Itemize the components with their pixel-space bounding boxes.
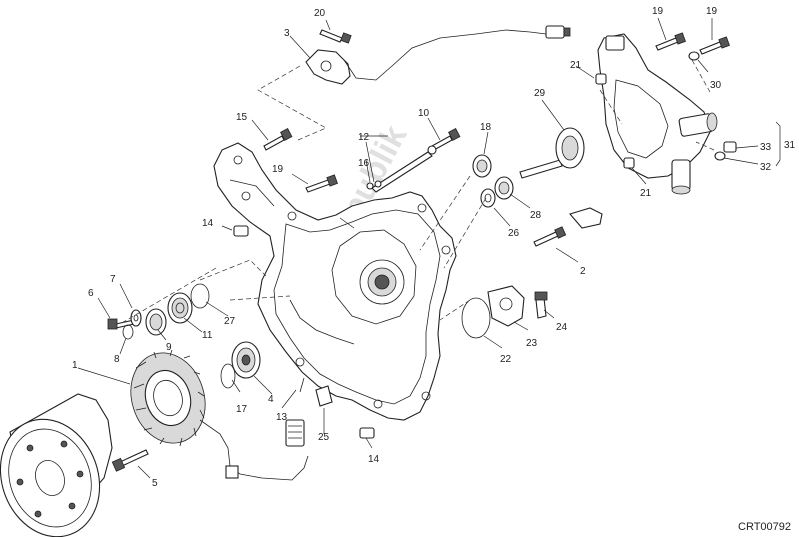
- washer-32[interactable]: [714, 151, 726, 161]
- generator-cover[interactable]: [213, 142, 457, 421]
- callout-4: 4: [268, 394, 274, 405]
- bolt-19-right-b[interactable]: [699, 36, 730, 55]
- bolt-6[interactable]: [107, 318, 135, 330]
- callout-30: 30: [710, 80, 722, 91]
- bolt-20[interactable]: [319, 29, 352, 44]
- bolt-5[interactable]: [111, 449, 149, 472]
- callout-27: 27: [224, 316, 236, 327]
- bolt-10[interactable]: [431, 128, 461, 151]
- callout-14a: 14: [202, 218, 214, 229]
- callout-19c: 19: [706, 6, 718, 17]
- leader-lines: [77, 17, 781, 479]
- callout-8: 8: [114, 354, 120, 365]
- callout-19b: 19: [652, 6, 664, 17]
- oring-22[interactable]: [461, 297, 491, 339]
- callout-3: 3: [284, 28, 290, 39]
- callout-9: 9: [166, 342, 172, 353]
- drawing-code: CRT00792: [738, 521, 791, 533]
- bracket[interactable]: [569, 207, 603, 229]
- pin-14-upper[interactable]: [233, 225, 249, 237]
- grommet-13[interactable]: [299, 377, 305, 393]
- callout-2: 2: [580, 266, 586, 277]
- callout-21a: 21: [570, 60, 582, 71]
- callout-32: 32: [760, 162, 772, 173]
- callout-17: 17: [236, 404, 248, 415]
- pickup-sensor[interactable]: [305, 25, 571, 85]
- bolt-2[interactable]: [533, 226, 567, 247]
- callout-28: 28: [530, 210, 542, 221]
- callout-33: 33: [760, 142, 772, 153]
- callout-10: 10: [418, 108, 430, 119]
- callout-31: 31: [784, 140, 796, 151]
- oring-8[interactable]: [122, 324, 134, 340]
- callout-7: 7: [110, 274, 116, 285]
- callout-21b: 21: [640, 188, 652, 199]
- washer-30[interactable]: [688, 51, 700, 61]
- plug-21-bottom[interactable]: [623, 157, 635, 169]
- water-pump-housing[interactable]: [597, 33, 718, 195]
- pin-14-lower[interactable]: [359, 427, 375, 439]
- bearing-11[interactable]: [167, 292, 193, 324]
- assembly-guides: [119, 59, 715, 325]
- callout-22: 22: [500, 354, 512, 365]
- callout-16: 16: [358, 158, 370, 169]
- seal-26[interactable]: [480, 188, 496, 208]
- callout-29: 29: [534, 88, 546, 99]
- seal-9[interactable]: [145, 308, 167, 336]
- seal-18[interactable]: [472, 154, 492, 178]
- bolt-24[interactable]: [534, 291, 548, 319]
- cover-plate-23[interactable]: [487, 285, 525, 327]
- plug-21-left[interactable]: [595, 73, 607, 85]
- shaft-12[interactable]: [371, 145, 437, 193]
- callout-6: 6: [88, 288, 94, 299]
- washer-7[interactable]: [130, 309, 142, 327]
- bolt-15[interactable]: [263, 128, 293, 151]
- callout-26: 26: [508, 228, 520, 239]
- spacer-16[interactable]: [366, 180, 382, 190]
- plug-33[interactable]: [723, 141, 737, 153]
- bearing-28[interactable]: [494, 176, 514, 200]
- generator-rotor[interactable]: [0, 393, 116, 537]
- callout-11: 11: [202, 330, 213, 341]
- callout-1: 1: [72, 360, 78, 371]
- bolt-19-right-a[interactable]: [655, 32, 686, 51]
- callout-15: 15: [236, 112, 248, 123]
- circlip-17[interactable]: [220, 363, 236, 389]
- bearing-4[interactable]: [231, 341, 261, 379]
- circlip-27[interactable]: [190, 283, 210, 309]
- connector-25[interactable]: [315, 385, 333, 407]
- bolt-19-left[interactable]: [305, 174, 338, 193]
- callout-19a: 19: [272, 164, 284, 175]
- callout-5: 5: [152, 478, 158, 489]
- callout-labels: 1 2 3 4 5 6 7 8 9 10 11 12 13 14 14 15 1…: [72, 6, 796, 489]
- impeller-shaft-29[interactable]: [519, 127, 585, 179]
- callout-23: 23: [526, 338, 538, 349]
- callout-25: 25: [318, 432, 330, 443]
- connector-plug[interactable]: [285, 419, 305, 447]
- callout-13: 13: [276, 412, 288, 423]
- callout-18: 18: [480, 122, 492, 133]
- callout-20: 20: [314, 8, 326, 19]
- generator-stator[interactable]: [120, 343, 309, 481]
- callout-24: 24: [556, 322, 568, 333]
- callout-14b: 14: [368, 454, 380, 465]
- callout-12: 12: [358, 132, 370, 143]
